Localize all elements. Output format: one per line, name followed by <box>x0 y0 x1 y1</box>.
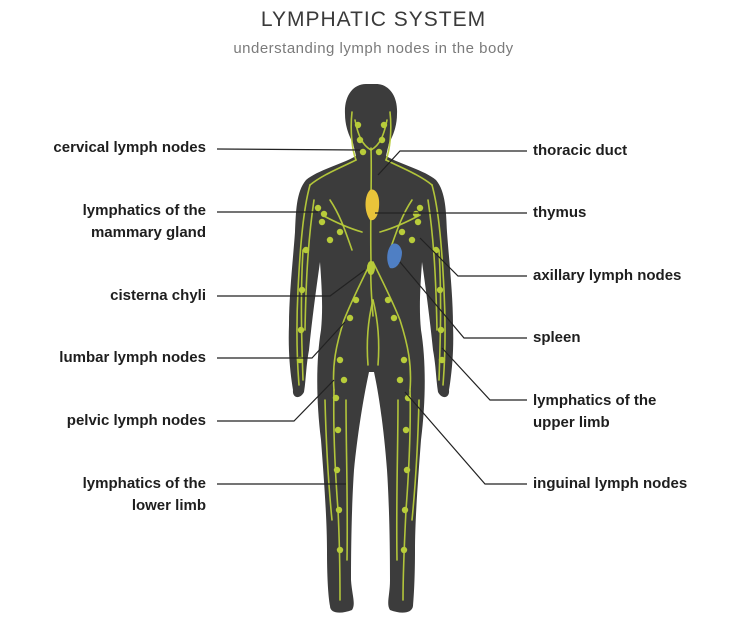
label-thoracic-duct: thoracic duct <box>533 142 628 159</box>
lymph-node <box>396 376 404 384</box>
lymph-node <box>333 466 341 474</box>
lymph-node <box>438 356 446 364</box>
lymph-vessel <box>438 249 442 381</box>
lymph-node <box>354 121 362 129</box>
lymph-node <box>375 148 383 156</box>
lymph-node <box>380 121 388 129</box>
lymph-node <box>403 466 411 474</box>
lymph-node <box>346 314 354 322</box>
label-cervical-lymph-nodes: cervical lymph nodes <box>53 139 206 156</box>
lymph-node <box>340 376 348 384</box>
lymph-node <box>314 204 322 212</box>
lymph-vessel <box>345 399 349 561</box>
lymph-node <box>336 228 344 236</box>
lymph-vessel <box>300 249 304 381</box>
label-thymus: thymus <box>533 204 587 221</box>
lymph-node <box>352 296 360 304</box>
leader-line <box>377 150 527 176</box>
leader-line <box>399 261 527 339</box>
label-pelvic-lymph-nodes: pelvic lymph nodes <box>66 412 206 429</box>
lymph-vessel <box>329 199 353 251</box>
lymph-node <box>297 326 305 334</box>
lymph-vessel <box>372 261 412 391</box>
leader-line <box>216 148 361 151</box>
body-outline <box>288 84 454 613</box>
lymph-vessel <box>332 261 372 391</box>
leader-lines <box>216 148 527 485</box>
page-subtitle: understanding lymph nodes in the body <box>233 40 514 57</box>
lymph-node <box>398 228 406 236</box>
lymph-vessel <box>411 399 420 521</box>
lymph-node <box>436 286 444 294</box>
lymph-node <box>401 506 409 514</box>
label-axillary-lymph-nodes: axillary lymph nodes <box>533 267 682 284</box>
lymph-node <box>400 356 408 364</box>
lymph-node <box>390 314 398 322</box>
leader-line <box>217 269 366 297</box>
page-title: LYMPHATIC SYSTEM <box>260 8 487 31</box>
leader-line <box>404 391 527 485</box>
lymph-node <box>359 148 367 156</box>
cisterna-chyli-organ <box>367 261 375 275</box>
lymph-node <box>336 546 344 554</box>
lymph-vessel <box>350 111 357 161</box>
lymph-node <box>414 218 422 226</box>
lymph-node <box>298 286 306 294</box>
lymph-vessel <box>369 147 374 317</box>
label-cisterna-chyli: cisterna chyli <box>110 287 206 304</box>
lymph-node <box>302 246 310 254</box>
leader-line <box>217 321 346 359</box>
lymph-node <box>334 426 342 434</box>
leader-line <box>441 347 527 401</box>
label-lumbar-lymph-nodes: lumbar lymph nodes <box>59 349 206 366</box>
lymph-vessel <box>324 399 333 521</box>
lymph-node <box>320 210 328 218</box>
label-spleen: spleen <box>533 329 581 346</box>
lymph-network <box>296 111 446 601</box>
lymph-vessel <box>354 119 388 151</box>
lymph-node <box>412 210 420 218</box>
lymph-node <box>384 296 392 304</box>
lymph-node <box>335 506 343 514</box>
lymph-vessel <box>395 399 399 561</box>
lymph-node <box>400 546 408 554</box>
lymph-node <box>336 356 344 364</box>
lymph-node <box>437 326 445 334</box>
spleen-organ <box>387 243 402 269</box>
lymph-vessel <box>309 159 357 186</box>
lymph-node <box>318 218 326 226</box>
lymph-node <box>356 136 364 144</box>
lymph-vessel <box>372 299 380 366</box>
lymph-vessel <box>366 299 374 366</box>
lymph-node <box>416 204 424 212</box>
label-inguinal-lymph-nodes: inguinal lymph nodes <box>533 475 688 492</box>
lymph-node <box>402 426 410 434</box>
lymph-node <box>408 236 416 244</box>
lymph-node <box>332 394 340 402</box>
lymph-node <box>378 136 386 144</box>
lymph-vessel <box>385 111 392 161</box>
leader-line <box>217 379 335 422</box>
lymph-node <box>326 236 334 244</box>
lymph-vessel <box>304 199 315 331</box>
body-silhouette <box>288 84 454 613</box>
leader-line <box>419 237 527 277</box>
